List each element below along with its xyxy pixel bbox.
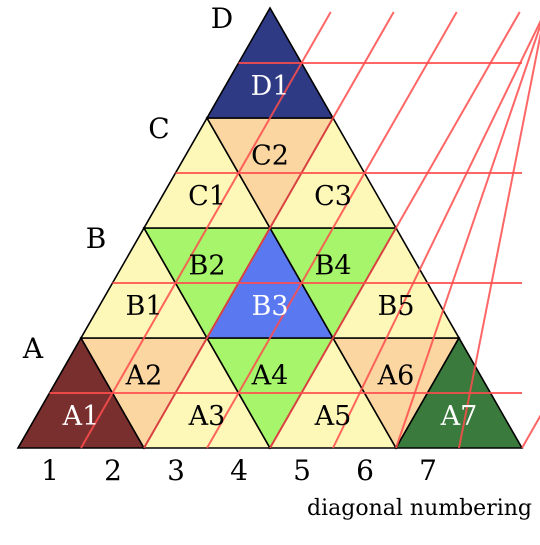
diagonal-number-7: 7 <box>419 454 437 487</box>
row-label-d: D <box>211 2 233 35</box>
row-label-a: A <box>22 332 44 365</box>
diagonal-number-2: 2 <box>104 454 122 487</box>
cell-label-a1: A1 <box>62 401 100 432</box>
cell-label-c1: C1 <box>188 181 226 212</box>
cell-label-b3: B3 <box>251 291 288 322</box>
cell-label-b1: B1 <box>125 291 162 322</box>
diagonal-number-5: 5 <box>293 454 311 487</box>
cell-label-b2: B2 <box>188 250 225 281</box>
diagonal-number-4: 4 <box>230 454 248 487</box>
row-label-b: B <box>86 222 107 255</box>
diagonal-number-6: 6 <box>356 454 374 487</box>
cell-label-a7: A7 <box>440 401 478 432</box>
caption: diagonal numbering <box>307 496 532 521</box>
diagonal-number-3: 3 <box>167 454 185 487</box>
cell-label-b4: B4 <box>314 250 351 281</box>
cell-label-d1: D1 <box>251 71 290 102</box>
cell-label-a4: A4 <box>251 360 289 391</box>
cell-label-a3: A3 <box>188 401 226 432</box>
cell-label-c3: C3 <box>314 181 352 212</box>
cell-label-a6: A6 <box>377 360 415 391</box>
cell-label-a5: A5 <box>314 401 352 432</box>
diagonal-number-1: 1 <box>41 454 59 487</box>
row-label-c: C <box>148 112 169 145</box>
cell-label-a2: A2 <box>125 360 163 391</box>
cell-label-b5: B5 <box>377 291 414 322</box>
cell-label-c2: C2 <box>251 140 289 171</box>
diagonal-line-extra <box>522 12 540 448</box>
